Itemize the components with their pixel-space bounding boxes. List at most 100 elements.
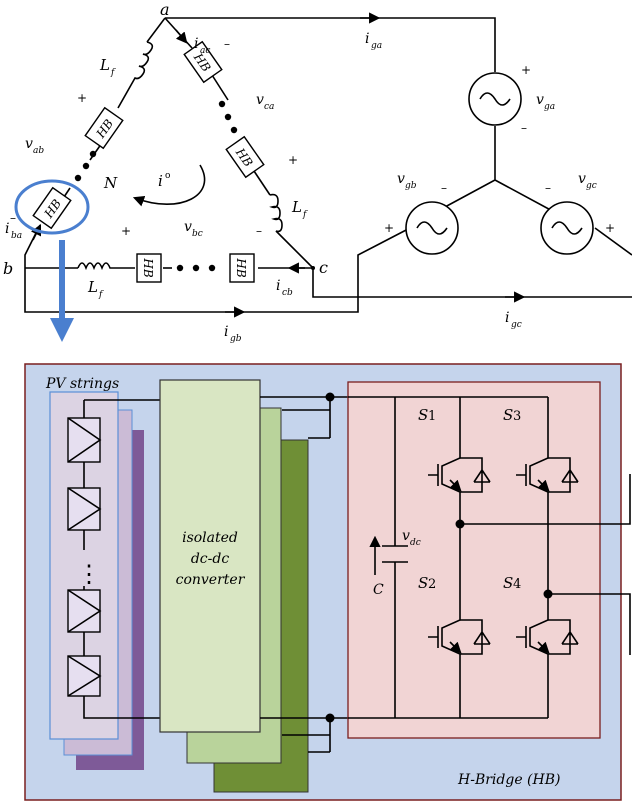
pv-string-wire [83,400,160,719]
label-v-ca: v ca [256,92,274,112]
label-v-gc: v gc [578,171,597,191]
inductor-ca [269,193,311,266]
pv-module-3 [67,589,102,633]
hb-ca-2: HB [225,135,265,179]
svg-text:ab: ab [33,146,44,156]
pv-module-dots: ⋮ [77,560,101,588]
inductor-bc [77,262,135,271]
svg-text:bc: bc [192,229,203,239]
svg-text:i: i [505,310,509,326]
switch-s1 [428,450,491,500]
svg-text:ga: ga [371,41,382,51]
svg-text:S: S [503,574,513,592]
svg-text:v: v [578,171,586,187]
svg-text:+: + [521,63,531,77]
svg-text:–: – [256,224,262,238]
svg-text:4: 4 [513,577,521,592]
svg-text:v: v [184,219,192,235]
svg-text:cb: cb [282,288,293,298]
pv-module-4 [67,655,102,697]
series-dots [74,100,238,272]
node-out-b [543,589,553,599]
svg-text:i: i [224,324,228,340]
svg-text:v: v [256,92,264,108]
svg-text:HB: HB [234,257,248,277]
svg-text:+: + [384,221,394,235]
hbridge-label: H-Bridge (HB) [457,772,560,788]
switch-s4 [516,612,579,660]
circulating-current-arrow [132,164,206,207]
svg-text:HB: HB [141,257,155,277]
converter-layer-front [159,379,261,733]
svg-text:–: – [224,37,230,51]
svg-text:S: S [503,406,513,424]
branch-ab [146,17,166,43]
hb-bc-1: HB [136,253,162,283]
hbridge-box [347,381,601,739]
svg-text:1: 1 [428,409,436,424]
label-i-ga: i ga [365,31,382,51]
svg-text:v: v [536,92,544,108]
svg-text:i: i [194,36,198,52]
label-lf-ca: L f [291,198,308,220]
label-v-ga: v ga [536,92,555,112]
converter-label-2: dc-dc [191,551,229,567]
arrow-i-ac [175,29,188,44]
svg-text:–: – [521,121,527,135]
output-a [460,474,631,525]
node-b-label: b [3,259,13,278]
svg-text:ca: ca [264,102,274,112]
neutral-label: N [103,174,118,192]
svg-text:gc: gc [511,320,522,330]
svg-text:S: S [418,574,428,592]
svg-text:–: – [441,181,447,195]
svg-text:dc: dc [410,538,421,548]
svg-text:f: f [302,210,308,220]
label-i-gc: i gc [505,310,522,330]
wye-center [431,126,559,215]
converter-label-1: isolated [182,530,238,546]
svg-text:+: + [77,91,87,105]
hb-detail-panel: PV strings ⋮ isolated dc-dc converter [24,363,631,801]
svg-text:f: f [98,290,104,300]
svg-text:v: v [25,136,33,152]
pv-module-2 [67,487,102,531]
label-i-ba: i ba [5,221,22,241]
wire-c-to-grid [312,268,632,298]
svg-text:v: v [397,171,405,187]
svg-text:gc: gc [586,181,597,191]
source-gc [540,201,594,255]
grid-sources: v ga v gb v gc + – – + – + [384,63,615,255]
svg-text:v: v [402,528,410,544]
hb-bc-2: HB [229,253,255,283]
dc-bus [348,396,549,719]
source-ga [468,72,522,126]
svg-text:L: L [291,198,302,216]
svg-text:L: L [99,56,110,74]
svg-text:S: S [418,406,428,424]
svg-text:–: – [545,181,551,195]
svg-text:f: f [110,68,116,78]
svg-text:i: i [365,31,369,47]
node-a-label: a [160,0,170,19]
svg-text:gb: gb [230,334,242,344]
label-i-gb: i gb [224,324,242,344]
svg-text:+: + [121,224,131,238]
label-v-ab: v ab [25,136,44,156]
svg-text:–: – [10,211,16,225]
pv-strings-label: PV strings [45,376,119,392]
hb-highlight [14,179,90,235]
node-dc-bottom [325,713,335,723]
svg-text:ac: ac [200,46,210,56]
label-lf-bc: L f [87,278,104,300]
svg-text:o: o [165,171,170,181]
hb-ab-1: HB [84,106,124,150]
label-lf-ab: L f [99,56,116,78]
delta-converter: HB HB HB HB HB HB [3,0,632,344]
svg-text:ga: ga [544,102,555,112]
svg-text:gb: gb [405,181,417,191]
